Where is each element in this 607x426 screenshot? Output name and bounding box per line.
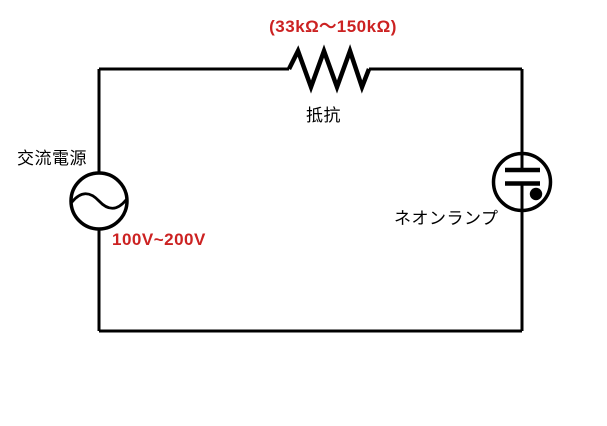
resistor-label: 抵抗 <box>306 106 341 125</box>
ac-source-symbol <box>69 171 129 231</box>
neon-lamp-label: ネオンランプ <box>394 209 499 228</box>
neon-lamp-symbol <box>491 151 553 213</box>
circuit-wire-loop <box>97 67 524 333</box>
resistor-symbol <box>286 44 372 94</box>
sine-wave-icon <box>70 192 128 210</box>
voltage-range-label: 100V~200V <box>112 230 206 249</box>
resistor-range-label: (33kΩ～150kΩ) <box>269 17 397 36</box>
ac-source-label: 交流電源 <box>17 149 87 168</box>
neon-gas-dot <box>529 187 543 201</box>
